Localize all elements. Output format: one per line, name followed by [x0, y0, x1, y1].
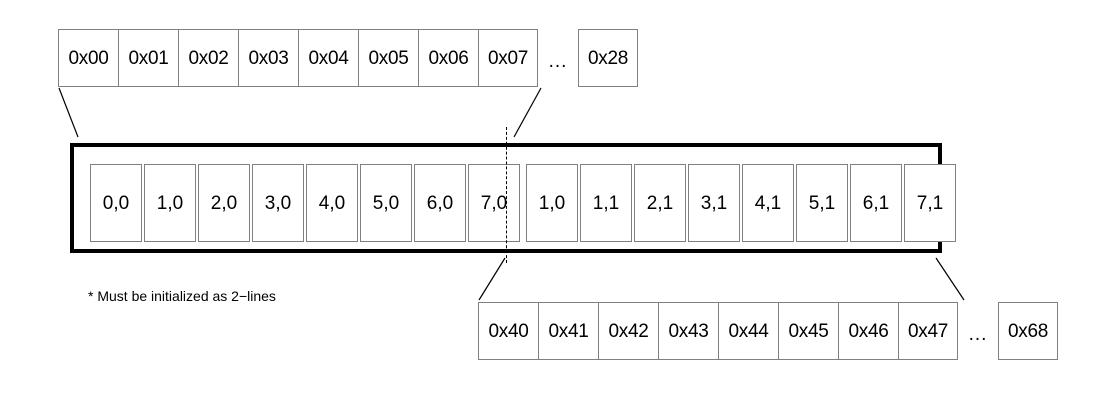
bottom-address-row: 0x40 0x41 0x42 0x43 0x44 0x45 0x46 0x47 …	[478, 302, 1058, 360]
address-cell: 0x02	[178, 29, 238, 87]
ellipsis-icon: ...	[548, 51, 568, 72]
address-cell-tail: 0x68	[998, 302, 1058, 360]
address-cell-tail: 0x28	[578, 29, 638, 87]
cache-cell: 0,0	[90, 164, 142, 242]
initialization-note: * Must be initialized as 2−lines	[88, 288, 276, 304]
address-cell: 0x45	[778, 302, 838, 360]
cache-cell: 1,0	[526, 164, 578, 242]
cache-cell: 6,0	[414, 164, 466, 242]
cache-cell: 3,0	[252, 164, 304, 242]
address-cell: 0x06	[418, 29, 478, 87]
cache-buffer-box: 0,0 1,0 2,0 3,0 4,0 5,0 6,0 7,0 1,0 1,1 …	[70, 143, 956, 253]
line-split-divider	[506, 127, 507, 263]
top-address-row: 0x00 0x01 0x02 0x03 0x04 0x05 0x06 0x07 …	[58, 29, 638, 87]
cache-cell: 4,0	[306, 164, 358, 242]
cache-cell: 2,1	[634, 164, 686, 242]
cache-cell: 7,0	[468, 164, 520, 242]
address-cell: 0x03	[238, 29, 298, 87]
connector-bottom-right	[935, 257, 965, 301]
cache-cell: 1,0	[144, 164, 196, 242]
address-cell: 0x41	[538, 302, 598, 360]
cache-cell: 5,1	[796, 164, 848, 242]
cache-cell: 6,1	[850, 164, 902, 242]
ellipsis-icon: ...	[968, 324, 988, 345]
cache-buffer-cell-list: 0,0 1,0 2,0 3,0 4,0 5,0 6,0 7,0 1,0 1,1 …	[90, 164, 958, 242]
address-cell: 0x46	[838, 302, 898, 360]
cache-cell: 4,1	[742, 164, 794, 242]
cache-cell: 1,1	[580, 164, 632, 242]
address-cell: 0x42	[598, 302, 658, 360]
connector-top-right	[513, 87, 542, 138]
address-cell: 0x43	[658, 302, 718, 360]
cache-cell: 3,1	[688, 164, 740, 242]
cache-cell: 7,1	[904, 164, 956, 242]
cache-cell: 2,0	[198, 164, 250, 242]
address-cell: 0x40	[478, 302, 538, 360]
connector-top-left	[58, 87, 79, 138]
connector-bottom-left	[478, 257, 506, 301]
address-cell: 0x44	[718, 302, 778, 360]
address-cell: 0x05	[358, 29, 418, 87]
cache-cell: 5,0	[360, 164, 412, 242]
address-cell: 0x47	[898, 302, 958, 360]
address-cell: 0x07	[478, 29, 538, 87]
address-cell: 0x00	[58, 29, 118, 87]
address-cell: 0x04	[298, 29, 358, 87]
address-cell: 0x01	[118, 29, 178, 87]
